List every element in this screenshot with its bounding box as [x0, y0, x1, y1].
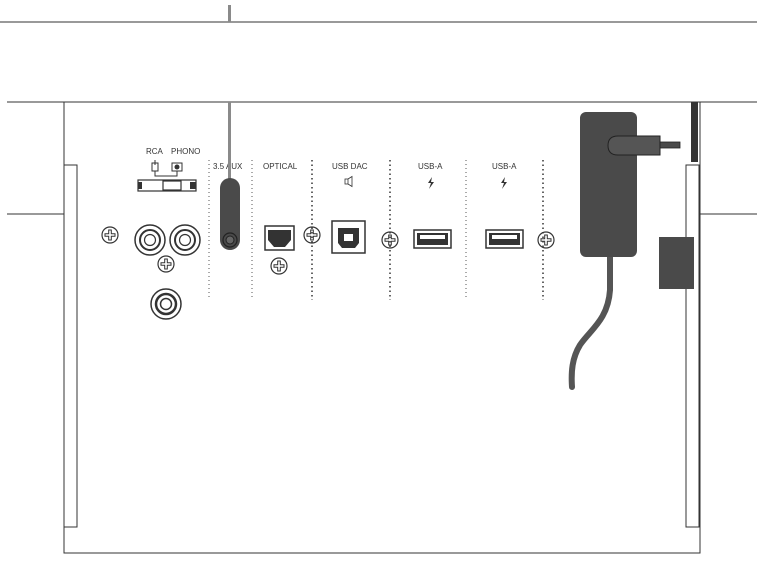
usb-a-port-2[interactable]	[485, 229, 524, 249]
power-bolt-icon	[501, 177, 507, 189]
usb-dac-label: USB DAC	[332, 162, 368, 171]
screw-icon	[157, 255, 175, 273]
usb-b-port[interactable]	[331, 220, 366, 254]
phono-label: PHONO	[171, 147, 200, 156]
rca-jack-left[interactable]	[134, 224, 166, 256]
usb-a-port-1[interactable]	[413, 229, 452, 249]
screws	[101, 226, 555, 275]
slide-switch-knob	[162, 180, 182, 191]
rca-phono-switch[interactable]	[137, 160, 197, 192]
screw-icon	[303, 226, 321, 244]
phono-switch-dot	[174, 164, 180, 170]
rca-label: RCA	[146, 147, 164, 156]
power-cable	[568, 252, 613, 390]
slide-switch-end-left	[138, 182, 142, 189]
adapter-plug-head	[607, 135, 661, 156]
adapter-body	[580, 112, 637, 257]
optical-port[interactable]	[264, 225, 295, 251]
adapter-plug-pin	[659, 141, 681, 149]
ground-jack[interactable]	[150, 288, 182, 320]
usb-a-label-2: USB-A	[492, 162, 517, 171]
top-tick	[228, 5, 231, 22]
speaker-icon	[344, 175, 353, 188]
power-bolt-icon	[428, 177, 434, 189]
right-rail	[685, 164, 700, 528]
usb-a-label-1: USB-A	[418, 162, 443, 171]
right-side-block	[659, 237, 694, 289]
aux-cable	[228, 102, 231, 182]
screw-icon	[537, 231, 555, 249]
slide-switch-end-right	[190, 182, 196, 189]
screw-icon	[101, 226, 119, 244]
switch-bracket	[154, 171, 178, 177]
right-dark-strip	[691, 102, 698, 162]
optical-label: OPTICAL	[263, 162, 298, 171]
screw-icon	[270, 257, 288, 275]
aux-plug[interactable]	[220, 178, 240, 250]
rca-jack-right[interactable]	[169, 224, 201, 256]
left-rail	[63, 164, 78, 528]
power-adapter[interactable]	[568, 112, 681, 390]
